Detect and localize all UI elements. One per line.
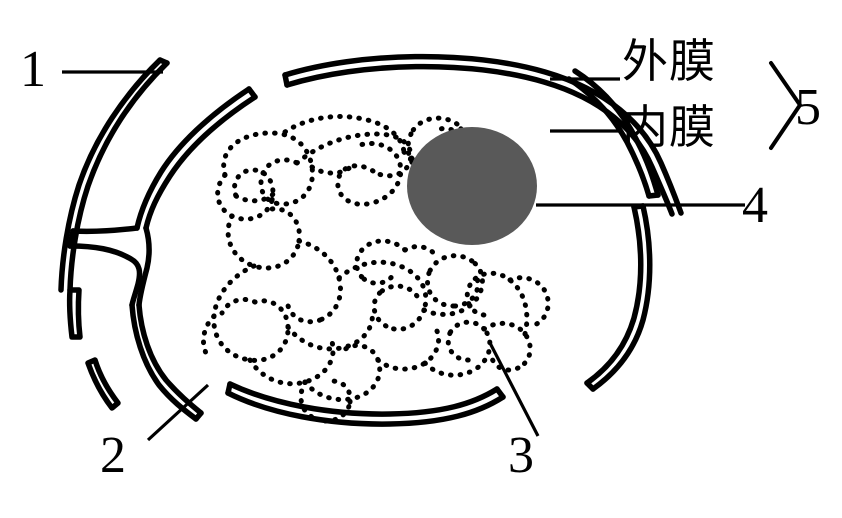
dna-strand-38 — [507, 275, 551, 329]
dna-strand-32 — [447, 319, 487, 336]
dna-strand-45 — [219, 297, 258, 316]
part-label-3: 3 — [508, 427, 534, 484]
inner-membrane-upper-right-cap — [646, 192, 661, 199]
dna-strand-23 — [426, 253, 475, 276]
inner-membrane-lower-left-arc-inner-edge — [129, 302, 199, 422]
inner-membrane-group — [67, 68, 661, 422]
dna-strand-37 — [464, 282, 487, 318]
dna-strand-47 — [361, 269, 398, 286]
dna-strand-22 — [421, 258, 485, 317]
dna-strand-27 — [247, 336, 336, 387]
bracket-group-5 — [769, 61, 802, 150]
dna-strand-39 — [200, 313, 217, 360]
cristae-fold-upper — [70, 225, 140, 235]
dna-strand-33 — [445, 330, 473, 363]
dna-strand-4 — [282, 114, 407, 155]
dna-strand-2 — [294, 131, 414, 179]
outer-membrane-upper-left-cap-top — [157, 57, 170, 66]
dna-strand-24 — [425, 270, 458, 309]
cristae-fold-left-cap — [67, 228, 76, 249]
inner-membrane-lower-right-cap-bottom — [584, 380, 596, 392]
dna-strand-12 — [269, 206, 302, 244]
dna-strand-29 — [341, 343, 381, 363]
part-label-1: 1 — [20, 41, 46, 98]
outer-membrane-bottom-arc-inner-edge — [227, 381, 500, 417]
outer-membrane-top-arc-inner-edge — [284, 63, 675, 217]
inner-membrane-lower-right-arc — [590, 203, 653, 392]
dna-strand-14 — [211, 313, 291, 363]
part-label-5: 5 — [795, 79, 821, 136]
dna-strand-16 — [296, 238, 343, 323]
dna-strand-20 — [371, 288, 389, 329]
dna-strand-8 — [408, 115, 460, 137]
outer-membrane-upper-left-arc — [67, 60, 170, 293]
outer-membrane-bottom-arc — [225, 390, 506, 427]
outer-membrane-bottom-cap-right — [494, 386, 506, 400]
bracket-5-shape — [769, 61, 802, 150]
leader-lines-group — [62, 70, 745, 442]
dna-strand-43 — [313, 399, 353, 424]
dna-strand-30 — [375, 321, 442, 372]
outer-membrane-bottom-cap-left — [225, 381, 233, 396]
dna-strand-17 — [284, 297, 323, 325]
outer-membrane-upper-left-arc-inner-edge — [58, 57, 163, 293]
dna-strand-31 — [422, 326, 493, 378]
leader-line-2 — [146, 383, 210, 442]
outer-membrane-label: 外膜 — [622, 34, 716, 88]
inner-membrane-upper-left-arc-inner-edge — [134, 86, 252, 231]
outer-membrane-upper-left-cap-bottom — [66, 287, 83, 340]
cristae-fold-lower — [136, 225, 152, 308]
inner-membrane-upper-left-cap — [246, 86, 258, 100]
outer-membrane-top-arc-cap-left — [282, 72, 290, 88]
dna-strand-40 — [233, 187, 280, 204]
dna-strand-19 — [383, 307, 427, 332]
dna-strand-46 — [354, 238, 408, 282]
dna-strand-26 — [285, 307, 375, 352]
outer-membrane-fragment — [85, 357, 121, 411]
inner-membrane-lower-left-cap — [193, 410, 204, 422]
dna-strand-18 — [336, 259, 429, 313]
dna-strand-13 — [211, 263, 257, 319]
dna-strand-21 — [379, 283, 423, 305]
dna-strand-28 — [302, 357, 383, 403]
outer-membrane-group — [58, 53, 684, 427]
cristae-fold-bottom-edge — [67, 243, 143, 308]
inner-membrane-upper-right-arc-inner-edge — [572, 68, 661, 198]
dna-strand-15 — [252, 298, 291, 330]
dna-strand-44 — [324, 378, 353, 405]
dna-strand-41 — [309, 161, 357, 176]
dna-strand-6 — [232, 167, 276, 203]
inner-membrane-upper-left-arc — [143, 94, 258, 231]
gray-granule — [407, 127, 537, 245]
dna-strand-11 — [225, 213, 302, 271]
part-label-4: 4 — [742, 177, 768, 234]
inner-membrane-upper-right-arc — [566, 76, 652, 199]
dna-strand-42 — [298, 379, 319, 422]
part-label-2: 2 — [100, 427, 126, 484]
dna-strand-48 — [402, 244, 441, 262]
dna-strand-25 — [452, 275, 481, 309]
dna-strand-35 — [488, 351, 521, 373]
inner-membrane-label: 内膜 — [622, 100, 716, 154]
leader-line-3 — [488, 342, 540, 437]
inner-membrane-lower-right-arc-inner-edge — [584, 204, 644, 386]
